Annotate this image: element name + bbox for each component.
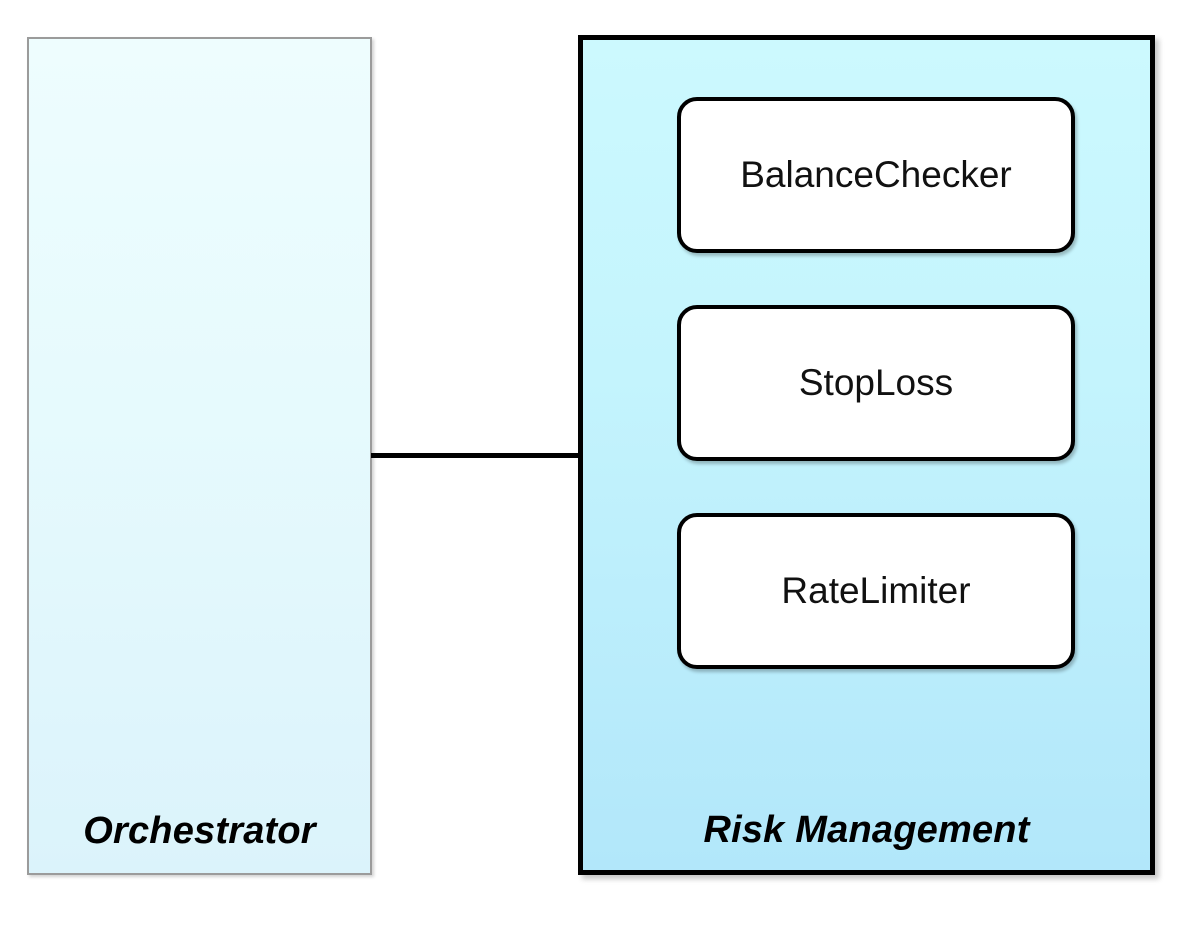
panel-risk-management[interactable]: BalanceChecker StopLoss RateLimiter Risk… — [578, 35, 1155, 875]
panel-risk-management-caption: Risk Management — [703, 809, 1030, 851]
connector-orchestrator-to-risk — [371, 453, 583, 458]
panel-orchestrator-caption: Orchestrator — [83, 810, 316, 852]
component-box-stop-loss[interactable]: StopLoss — [677, 305, 1075, 461]
component-label: BalanceChecker — [740, 154, 1012, 195]
panel-orchestrator[interactable]: Orchestrator — [27, 37, 372, 875]
component-box-balance-checker[interactable]: BalanceChecker — [677, 97, 1075, 253]
component-label: RateLimiter — [781, 570, 971, 611]
component-label: StopLoss — [798, 362, 954, 403]
component-box-rate-limiter[interactable]: RateLimiter — [677, 513, 1075, 669]
